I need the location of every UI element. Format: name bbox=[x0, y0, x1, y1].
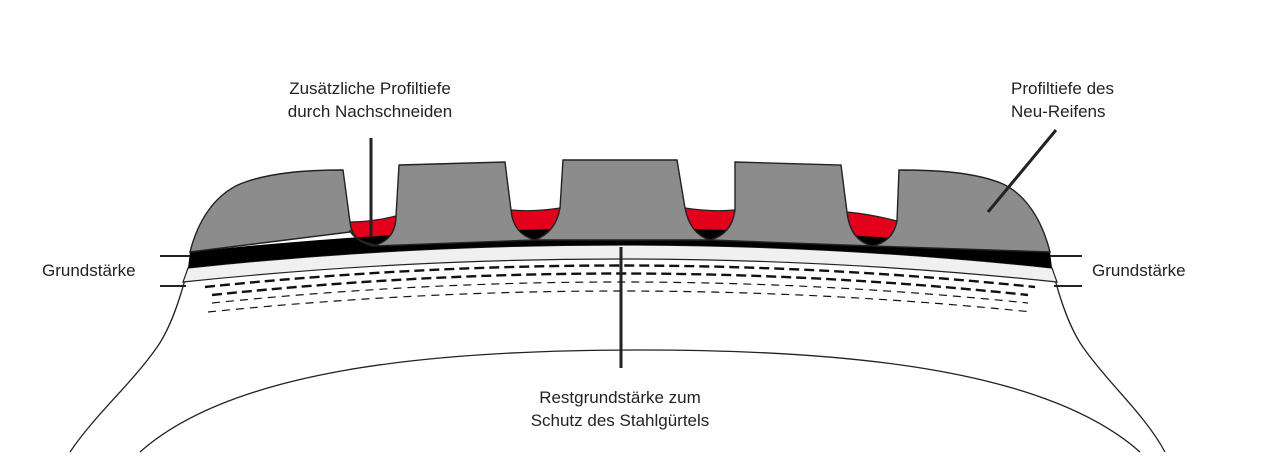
label-remaining-base-line1: Restgrundstärke zum bbox=[539, 388, 701, 407]
label-new-tread-depth-line2: Neu-Reifens bbox=[1011, 102, 1106, 121]
leader-line-new-tread bbox=[986, 129, 1058, 213]
tire-inner-contour bbox=[139, 349, 1141, 453]
tread-block-4 bbox=[709, 161, 873, 247]
label-regroove-depth: Zusätzliche Profiltiefe durch Nachschnei… bbox=[245, 77, 495, 123]
base-thickness-marker-right bbox=[1050, 255, 1082, 287]
tire-sidewall-left bbox=[69, 267, 189, 453]
steel-belt-layer-1 bbox=[204, 264, 1036, 289]
label-remaining-base: Restgrundstärke zum Schutz des Stahlgürt… bbox=[490, 386, 750, 432]
label-remaining-base-line2: Schutz des Stahlgürtels bbox=[530, 411, 710, 430]
tire-sidewall-right bbox=[1051, 267, 1166, 453]
tread-block-1 bbox=[189, 169, 378, 253]
label-new-tread-depth-line1: Profiltiefe des bbox=[1011, 79, 1114, 98]
tread-block-2 bbox=[372, 161, 536, 247]
base-thickness-marker-left bbox=[160, 255, 190, 287]
label-base-thickness-left: Grundstärke bbox=[42, 261, 136, 280]
tread-block-5 bbox=[871, 169, 1051, 253]
label-regroove-depth-line1: Zusätzliche Profiltiefe bbox=[289, 79, 451, 98]
label-new-tread-depth: Profiltiefe des Neu-Reifens bbox=[1011, 77, 1114, 123]
label-regroove-depth-line2: durch Nachschneiden bbox=[287, 102, 453, 121]
tread-blocks bbox=[189, 159, 1051, 253]
tread-block-3 bbox=[534, 159, 711, 241]
label-base-thickness-right: Grundstärke bbox=[1092, 261, 1186, 280]
